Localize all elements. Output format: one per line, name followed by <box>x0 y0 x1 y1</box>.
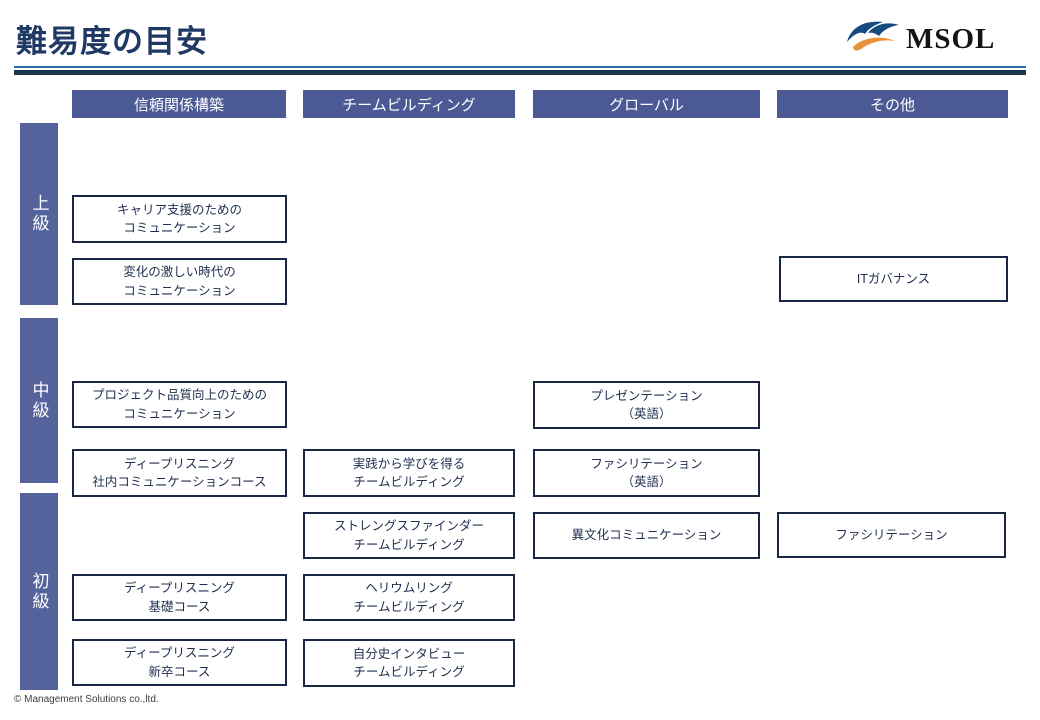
course-box: 実践から学びを得る チームビルディング <box>303 449 515 497</box>
course-box: 自分史インタビュー チームビルディング <box>303 639 515 687</box>
logo-wordmark: MSOL <box>906 23 996 55</box>
copyright-text: © Management Solutions co.,ltd. <box>14 694 159 705</box>
course-box: キャリア支援のための コミュニケーション <box>72 195 287 243</box>
course-box: ITガバナンス <box>779 256 1008 302</box>
msol-logo: MSOL <box>845 18 995 61</box>
column-header-teambuilding: チームビルディング <box>303 90 515 118</box>
title-divider-thin <box>14 66 1026 68</box>
column-header-trust: 信頼関係構築 <box>72 90 286 118</box>
course-box: ディープリスニング 基礎コース <box>72 574 287 621</box>
course-box: ヘリウムリング チームビルディング <box>303 574 515 621</box>
level-band-advanced: 上級 <box>20 123 58 305</box>
wave-swoosh-icon <box>845 18 901 61</box>
page-title: 難易度の目安 <box>16 24 208 59</box>
course-box: ディープリスニング 新卒コース <box>72 639 287 686</box>
course-box: ファシリテーション <box>777 512 1006 558</box>
level-band-beginner: 初級 <box>20 493 58 690</box>
course-box: プレゼンテーション （英語） <box>533 381 760 429</box>
level-band-intermediate: 中級 <box>20 318 58 483</box>
title-divider-thick <box>14 70 1026 75</box>
course-box: 異文化コミュニケーション <box>533 512 760 559</box>
column-header-other: その他 <box>777 90 1008 118</box>
course-box: ディープリスニング 社内コミュニケーションコース <box>72 449 287 497</box>
course-box: ファシリテーション （英語） <box>533 449 760 497</box>
course-box: ストレングスファインダー チームビルディング <box>303 512 515 559</box>
course-box: 変化の激しい時代の コミュニケーション <box>72 258 287 305</box>
column-header-global: グローバル <box>533 90 760 118</box>
course-box: プロジェクト品質向上のための コミュニケーション <box>72 381 287 428</box>
